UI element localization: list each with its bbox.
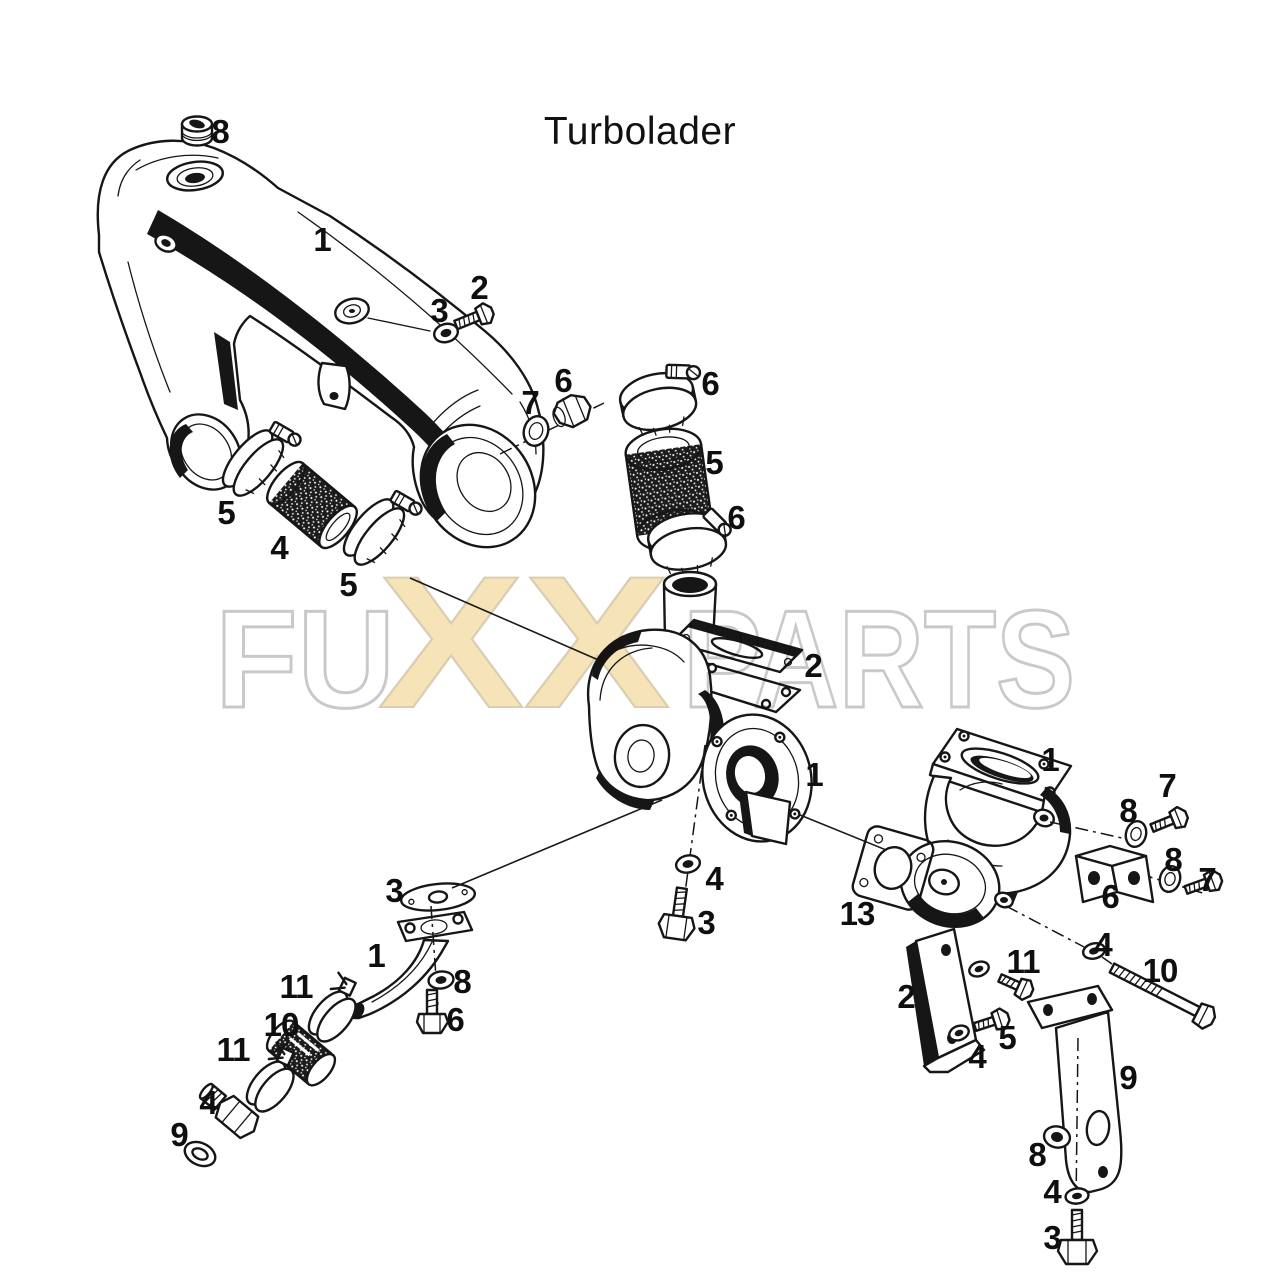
washer-4-turbo — [674, 854, 702, 874]
washer-4b — [948, 1024, 970, 1042]
washer-8c — [1042, 1125, 1072, 1149]
washer-8-oil — [427, 970, 455, 990]
hose-4 — [266, 460, 358, 550]
plug-8 — [180, 115, 214, 147]
washer-8a — [1124, 819, 1148, 849]
plug-6 — [552, 393, 592, 429]
bolt-5 — [972, 1007, 1011, 1033]
intake-pipe-assembly — [96, 115, 545, 549]
bracket-2 — [906, 927, 986, 1074]
washer-3 — [432, 322, 460, 344]
bolt-10 — [1108, 962, 1217, 1030]
washer-4-mid — [1081, 942, 1107, 960]
gasket-13 — [851, 825, 935, 911]
page-title: Turbolader — [543, 110, 737, 153]
washer-4a — [968, 960, 990, 978]
washer-7 — [522, 415, 550, 447]
bolt-3-turbo — [657, 886, 696, 942]
exhaust-elbow-assembly — [799, 727, 1224, 1266]
oil-drain-assembly — [183, 882, 477, 1168]
hose-clamp-6a — [618, 363, 702, 436]
bolt-7a — [1149, 805, 1190, 833]
bracket-9 — [1026, 984, 1123, 1194]
clamp-11a — [307, 971, 357, 1043]
bolt-7b — [1183, 868, 1224, 895]
washer-4c — [1064, 1187, 1090, 1205]
washer-8b — [1158, 864, 1182, 894]
fitting-4 — [198, 1082, 260, 1140]
bolt-2 — [453, 302, 495, 331]
bolt-11 — [997, 973, 1035, 1002]
turbocharger — [409, 570, 813, 942]
hose-clamp-6b — [647, 507, 732, 576]
clamp-bracket-6 — [1074, 844, 1155, 904]
gasket-3-oil — [399, 882, 477, 912]
bolt-6-oil — [415, 988, 450, 1035]
clamp-11b — [245, 1041, 295, 1113]
washer-9 — [183, 1140, 217, 1168]
hose-clamp-5a — [221, 420, 302, 497]
bolt-3-bottom — [1056, 1208, 1099, 1266]
hose-10 — [265, 1019, 337, 1087]
hose-clamp-5b — [342, 489, 423, 566]
